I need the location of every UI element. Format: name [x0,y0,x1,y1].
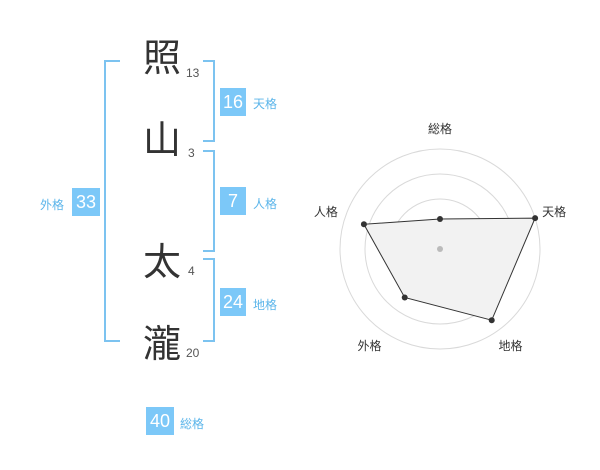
radar-axis-label: 地格 [498,338,522,353]
radar-point [532,215,539,222]
name-char-4: 瀧 [142,322,181,366]
chikaku-label: 地格 [253,298,278,312]
radar-point [360,221,367,228]
gaikaku-bracket [104,60,120,342]
jinkaku-label: 人格 [253,197,278,211]
tenkaku-bracket [203,60,215,142]
jinkaku-value: 7 [220,187,246,215]
gaikaku-label: 外格 [40,198,65,212]
radar-axis-label: 人格 [314,204,338,219]
gaikaku-value: 33 [72,188,100,216]
stroke-count-4: 20 [186,346,200,360]
tenkaku-value: 16 [220,88,246,116]
soukaku-label: 総格 [180,417,205,431]
name-char-3: 太 [142,240,181,284]
tenkaku-label: 天格 [253,97,278,111]
radar-point [437,216,443,222]
radar-center [437,246,443,252]
radar-axis-label: 総格 [428,121,452,136]
radar-polygon [363,217,536,321]
chikaku-bracket [203,258,215,342]
radar-axis-label: 天格 [542,204,566,219]
name-char-2: 山 [142,118,181,162]
radar-ring [339,148,541,350]
stroke-count-3: 4 [188,264,195,278]
radar-point [488,317,495,324]
stroke-count-1: 13 [186,66,200,80]
radar-axis-label: 外格 [357,338,381,353]
radar-point [401,294,408,301]
stroke-count-2: 3 [188,146,195,160]
chikaku-value: 24 [220,288,246,316]
name-char-1: 照 [142,36,181,80]
soukaku-value: 40 [146,407,174,435]
jinkaku-bracket [203,150,215,252]
